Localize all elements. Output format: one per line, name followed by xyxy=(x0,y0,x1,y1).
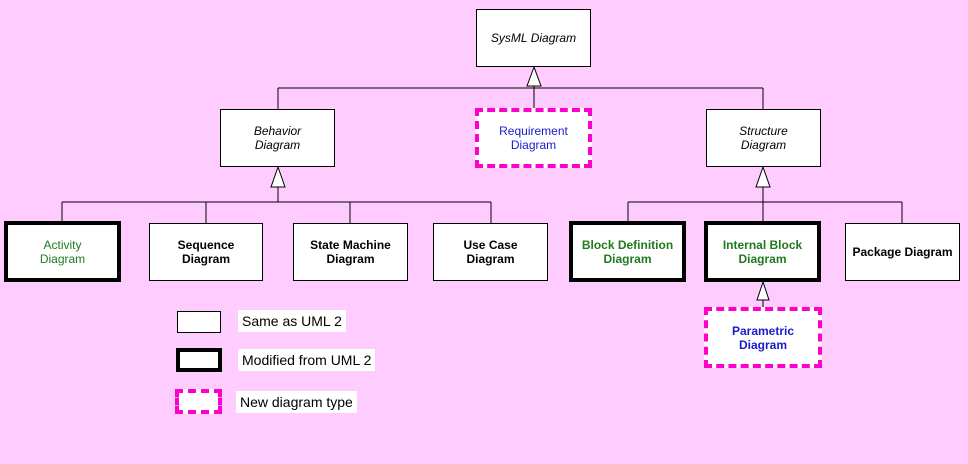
legend-label-modified: Modified from UML 2 xyxy=(238,349,376,371)
legend-label-same: Same as UML 2 xyxy=(238,310,346,332)
legend-swatch-modified xyxy=(176,348,222,372)
legend-swatch-new xyxy=(175,389,222,414)
node-block-definition-diagram: Block Definition Diagram xyxy=(569,221,686,282)
node-activity-diagram: Activity Diagram xyxy=(4,221,121,282)
generalization-arrow-sysml xyxy=(526,65,542,87)
legend-swatch-same xyxy=(177,311,221,333)
node-behavior-diagram: Behavior Diagram xyxy=(220,109,335,167)
node-package-diagram: Package Diagram xyxy=(845,223,960,281)
generalization-arrow-internal-block xyxy=(756,280,770,301)
node-state-machine-diagram: State Machine Diagram xyxy=(293,223,408,281)
node-internal-block-diagram: Internal Block Diagram xyxy=(704,221,821,282)
generalization-arrow-behavior xyxy=(270,165,286,188)
node-sequence-diagram: Sequence Diagram xyxy=(149,223,263,281)
node-structure-diagram: Structure Diagram xyxy=(706,109,821,167)
node-requirement-diagram: Requirement Diagram xyxy=(475,108,592,168)
node-sysml-diagram: SysML Diagram xyxy=(476,9,591,67)
node-parametric-diagram: Parametric Diagram xyxy=(704,307,822,368)
legend-label-new: New diagram type xyxy=(236,391,357,413)
generalization-arrow-structure xyxy=(755,165,771,188)
node-use-case-diagram: Use Case Diagram xyxy=(433,223,548,281)
